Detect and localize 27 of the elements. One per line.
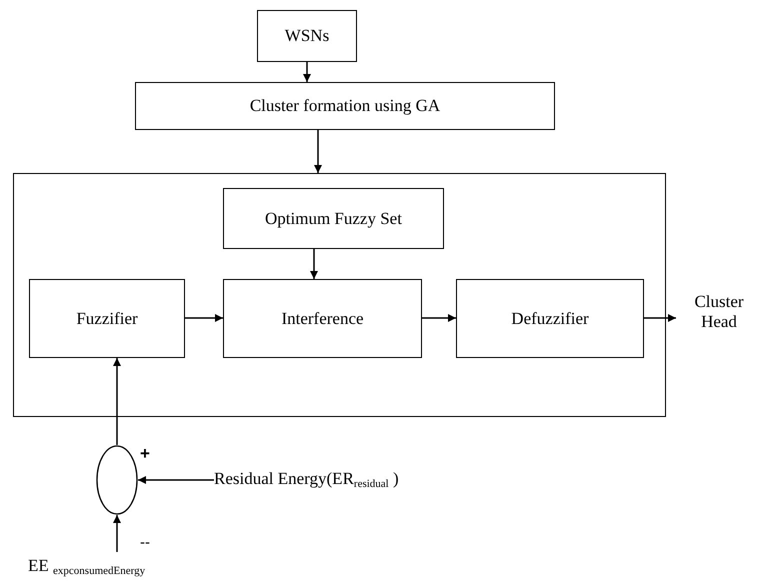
arrow	[185, 314, 223, 322]
process-box	[223, 279, 422, 358]
arrow	[310, 249, 318, 279]
box-label: Fuzzifier	[76, 308, 138, 328]
box-label: Cluster formation using GA	[250, 96, 440, 116]
arrow	[314, 130, 322, 173]
process-box	[29, 279, 185, 358]
box-label: WSNs	[284, 26, 330, 46]
box-label: Interference	[281, 308, 364, 328]
box-label: Optimum Fuzzy Set	[265, 208, 402, 228]
text-label: EE $_{expconsumedEnergy}$	[28, 556, 146, 578]
box-label: Defuzzifier	[511, 308, 589, 328]
text-label: Cluster Head	[693, 292, 745, 332]
arrow	[303, 62, 311, 82]
arrow	[138, 476, 214, 484]
container-box	[13, 173, 666, 417]
arrow	[644, 314, 676, 322]
arrow	[113, 515, 121, 552]
sign-label: +	[140, 444, 150, 464]
sign-label: --	[140, 534, 150, 551]
process-box	[257, 10, 357, 62]
process-box	[135, 82, 555, 130]
text-label: Residual Energy(ER$_{residual}$ )	[214, 469, 399, 491]
process-box	[456, 279, 644, 358]
arrow	[113, 358, 121, 445]
arrow	[422, 314, 456, 322]
process-box	[223, 188, 444, 249]
